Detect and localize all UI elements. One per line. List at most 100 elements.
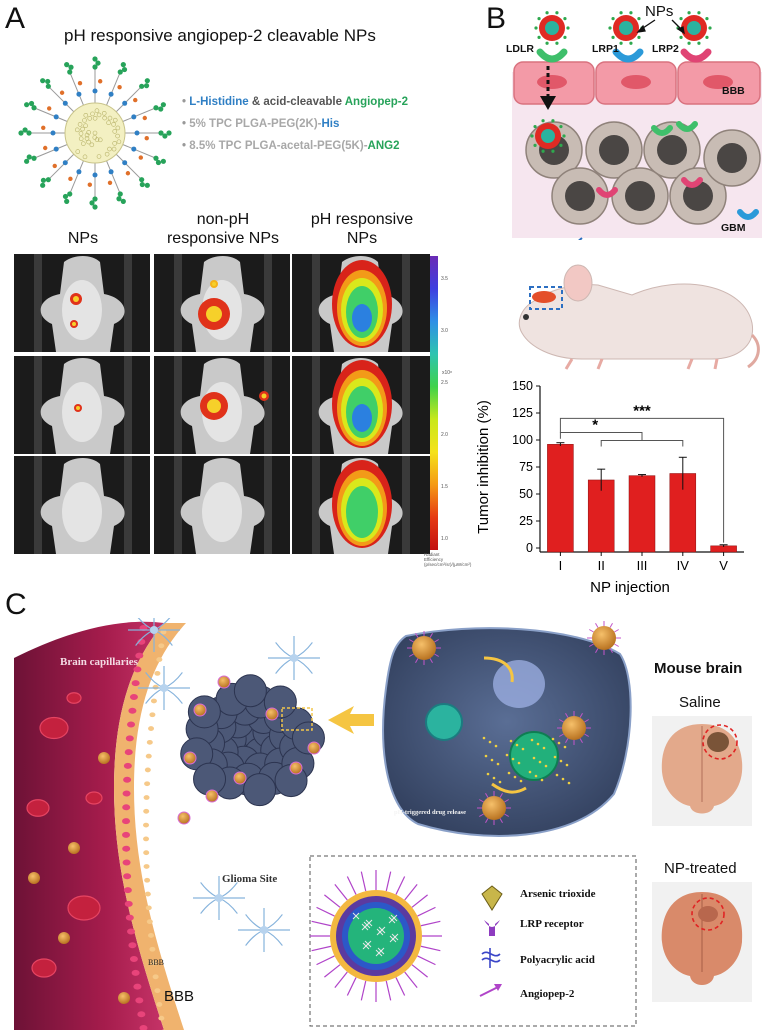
- tumor-zoom-box: [281, 707, 313, 731]
- ldlr-receptor-icon: [536, 48, 568, 63]
- legend-text-part: Angiopep-2: [344, 96, 408, 108]
- significance-bracket-1: [559, 431, 643, 441]
- column-header-non-ph: non-pH responsive NPs: [166, 211, 280, 247]
- saline-tumor-icon: [707, 732, 729, 752]
- label-bbb-tag: BBB: [148, 958, 165, 967]
- polyacrylic-acid-icon: [481, 948, 501, 968]
- column-header-nps: NPs: [67, 230, 99, 247]
- mouse-illustration: [518, 264, 760, 370]
- drug-release-dots: [482, 736, 571, 785]
- x-tick-label: I: [559, 558, 563, 573]
- significance-label-2: ***: [633, 402, 651, 419]
- transcytosis-arrow-icon: [540, 66, 556, 110]
- angiopep-2-icon: [479, 984, 502, 997]
- legend-bullet-icon: •: [182, 140, 190, 152]
- imaging-cell-r3-c3: [292, 456, 430, 554]
- imaging-cell-r3-c1: [14, 456, 150, 554]
- significance-label-1: *: [592, 416, 598, 433]
- tumor-spot-icon: [532, 291, 556, 303]
- chart-ylabel: Tumor inhibition (%): [475, 400, 492, 534]
- label-np-treated: NP-treated: [664, 860, 737, 877]
- released-drug-np: [509, 731, 559, 781]
- legend-text-part: ANG2: [367, 140, 400, 152]
- release-arrow-2-icon: [491, 782, 527, 794]
- nps-pointer-arrows-icon: [636, 19, 685, 35]
- y-tick-label: 50: [519, 487, 533, 501]
- legend-text-part: & acid-cleavable: [248, 96, 345, 108]
- nanoparticle-illustration: [18, 56, 172, 210]
- imaging-cell-r1-c3: [292, 254, 430, 352]
- legend-text-part: L-Histidine: [189, 96, 249, 108]
- label-brain-capillaries: Brain capillaries: [60, 656, 138, 668]
- lrp2-receptor-icon: [680, 48, 712, 63]
- tumor-mass: [177, 674, 325, 825]
- legend-text-part: His: [321, 118, 340, 130]
- arsenic-trioxide-icon: [481, 885, 503, 911]
- legend-line-2: • 5% TPC PLGA-PEG(2K)-His: [182, 118, 339, 130]
- legend-text-part: 8.5% TPC PLGA-acetal-PEG(5K)-: [189, 140, 368, 152]
- x-tick-label: III: [637, 558, 648, 573]
- label-glioma-site: Glioma Site: [222, 873, 278, 885]
- imaging-cell-r1-c1: [14, 254, 150, 352]
- mouse-brain-heading: Mouse brain: [654, 660, 743, 677]
- y-tick-label: 25: [519, 514, 533, 528]
- internalized-np: [425, 703, 463, 741]
- y-tick-label: 0: [526, 541, 533, 555]
- x-tick-label: II: [598, 558, 605, 573]
- release-arrow-icon: [483, 656, 514, 683]
- label-nps: NPs: [645, 3, 674, 20]
- cell-nanoparticles: [407, 621, 621, 825]
- bar-III: [628, 475, 656, 553]
- legend-item-polyacrylic-acid: Polyacrylic acid: [520, 954, 595, 966]
- label-drug-release: pH-triggered drug release: [394, 809, 466, 816]
- saline-brain-photo: [652, 716, 752, 826]
- label-lrp2: LRP2: [652, 43, 679, 55]
- y-tick-label: 125: [512, 406, 533, 420]
- x-tick-label: V: [719, 558, 728, 573]
- lrp-receptor-icon: [484, 920, 500, 936]
- imaging-column-headers: NPs non-pH responsive NPs pH responsive …: [14, 208, 434, 254]
- panel-c-letter: C: [5, 588, 27, 621]
- zoom-arrow-icon: [328, 706, 374, 734]
- colorbar-tick-label: 1.5: [441, 484, 448, 490]
- legend-bullet-icon: •: [182, 118, 190, 130]
- legend-item-arsenic-trioxide: Arsenic trioxide: [520, 888, 596, 900]
- glioblastoma-cells: [525, 121, 761, 225]
- zoom-guide-line: [577, 237, 583, 240]
- legend-text-part: 5% TPC PLGA-PEG(2K)-: [189, 118, 322, 130]
- endothelial-dots: [122, 625, 167, 1030]
- chart-xlabel: NP injection: [590, 579, 670, 596]
- label-bbb: BBB: [722, 85, 745, 97]
- colorbar-tick-label: 2.5: [441, 380, 448, 386]
- imaging-cell-r2-c2: [154, 356, 290, 454]
- significance-group-bracket: [600, 439, 684, 447]
- label-saline: Saline: [679, 694, 721, 711]
- significance-bracket-2: [559, 417, 725, 543]
- glioma-delivery-illustration: [14, 618, 637, 1030]
- imaging-grid: [14, 254, 430, 554]
- label-lrp1: LRP1: [592, 43, 619, 55]
- panel-a-title: pH responsive angiopep-2 cleavable NPs: [64, 26, 376, 45]
- zoom-box: [529, 286, 563, 310]
- lrp1-receptor-icon: [612, 48, 644, 63]
- treated-brain-photo: [652, 882, 752, 1002]
- red-blood-cells: [26, 692, 130, 1004]
- y-tick-label: 75: [519, 460, 533, 474]
- y-tick-label: 150: [512, 379, 533, 393]
- legend-bullet-icon: •: [182, 96, 190, 108]
- legend-item-lrp-receptor: LRP receptor: [520, 918, 584, 930]
- panel-a-letter: A: [5, 2, 26, 35]
- colorbar-caption: Radiant Efficiency (p/sec/cm²/sr)/(µW/cm…: [424, 552, 472, 567]
- column-header-ph: pH responsive NPs: [310, 211, 414, 247]
- bbb-crossing-schematic: [512, 11, 762, 240]
- legend-line-1: • L-Histidine & acid-cleavable Angiopep-…: [182, 96, 408, 108]
- imaging-cell-r1-c2: [154, 254, 290, 352]
- colorbar-tick-label: 3.0: [441, 328, 448, 334]
- imaging-cell-r2-c3: [292, 356, 430, 454]
- colorbar-tick-label: 2.0: [441, 432, 448, 438]
- y-tick-label: 100: [512, 433, 533, 447]
- legend-line-3: • 8.5% TPC PLGA-acetal-PEG(5K)-ANG2: [182, 140, 399, 152]
- imaging-cell-r2-c1: [14, 356, 150, 454]
